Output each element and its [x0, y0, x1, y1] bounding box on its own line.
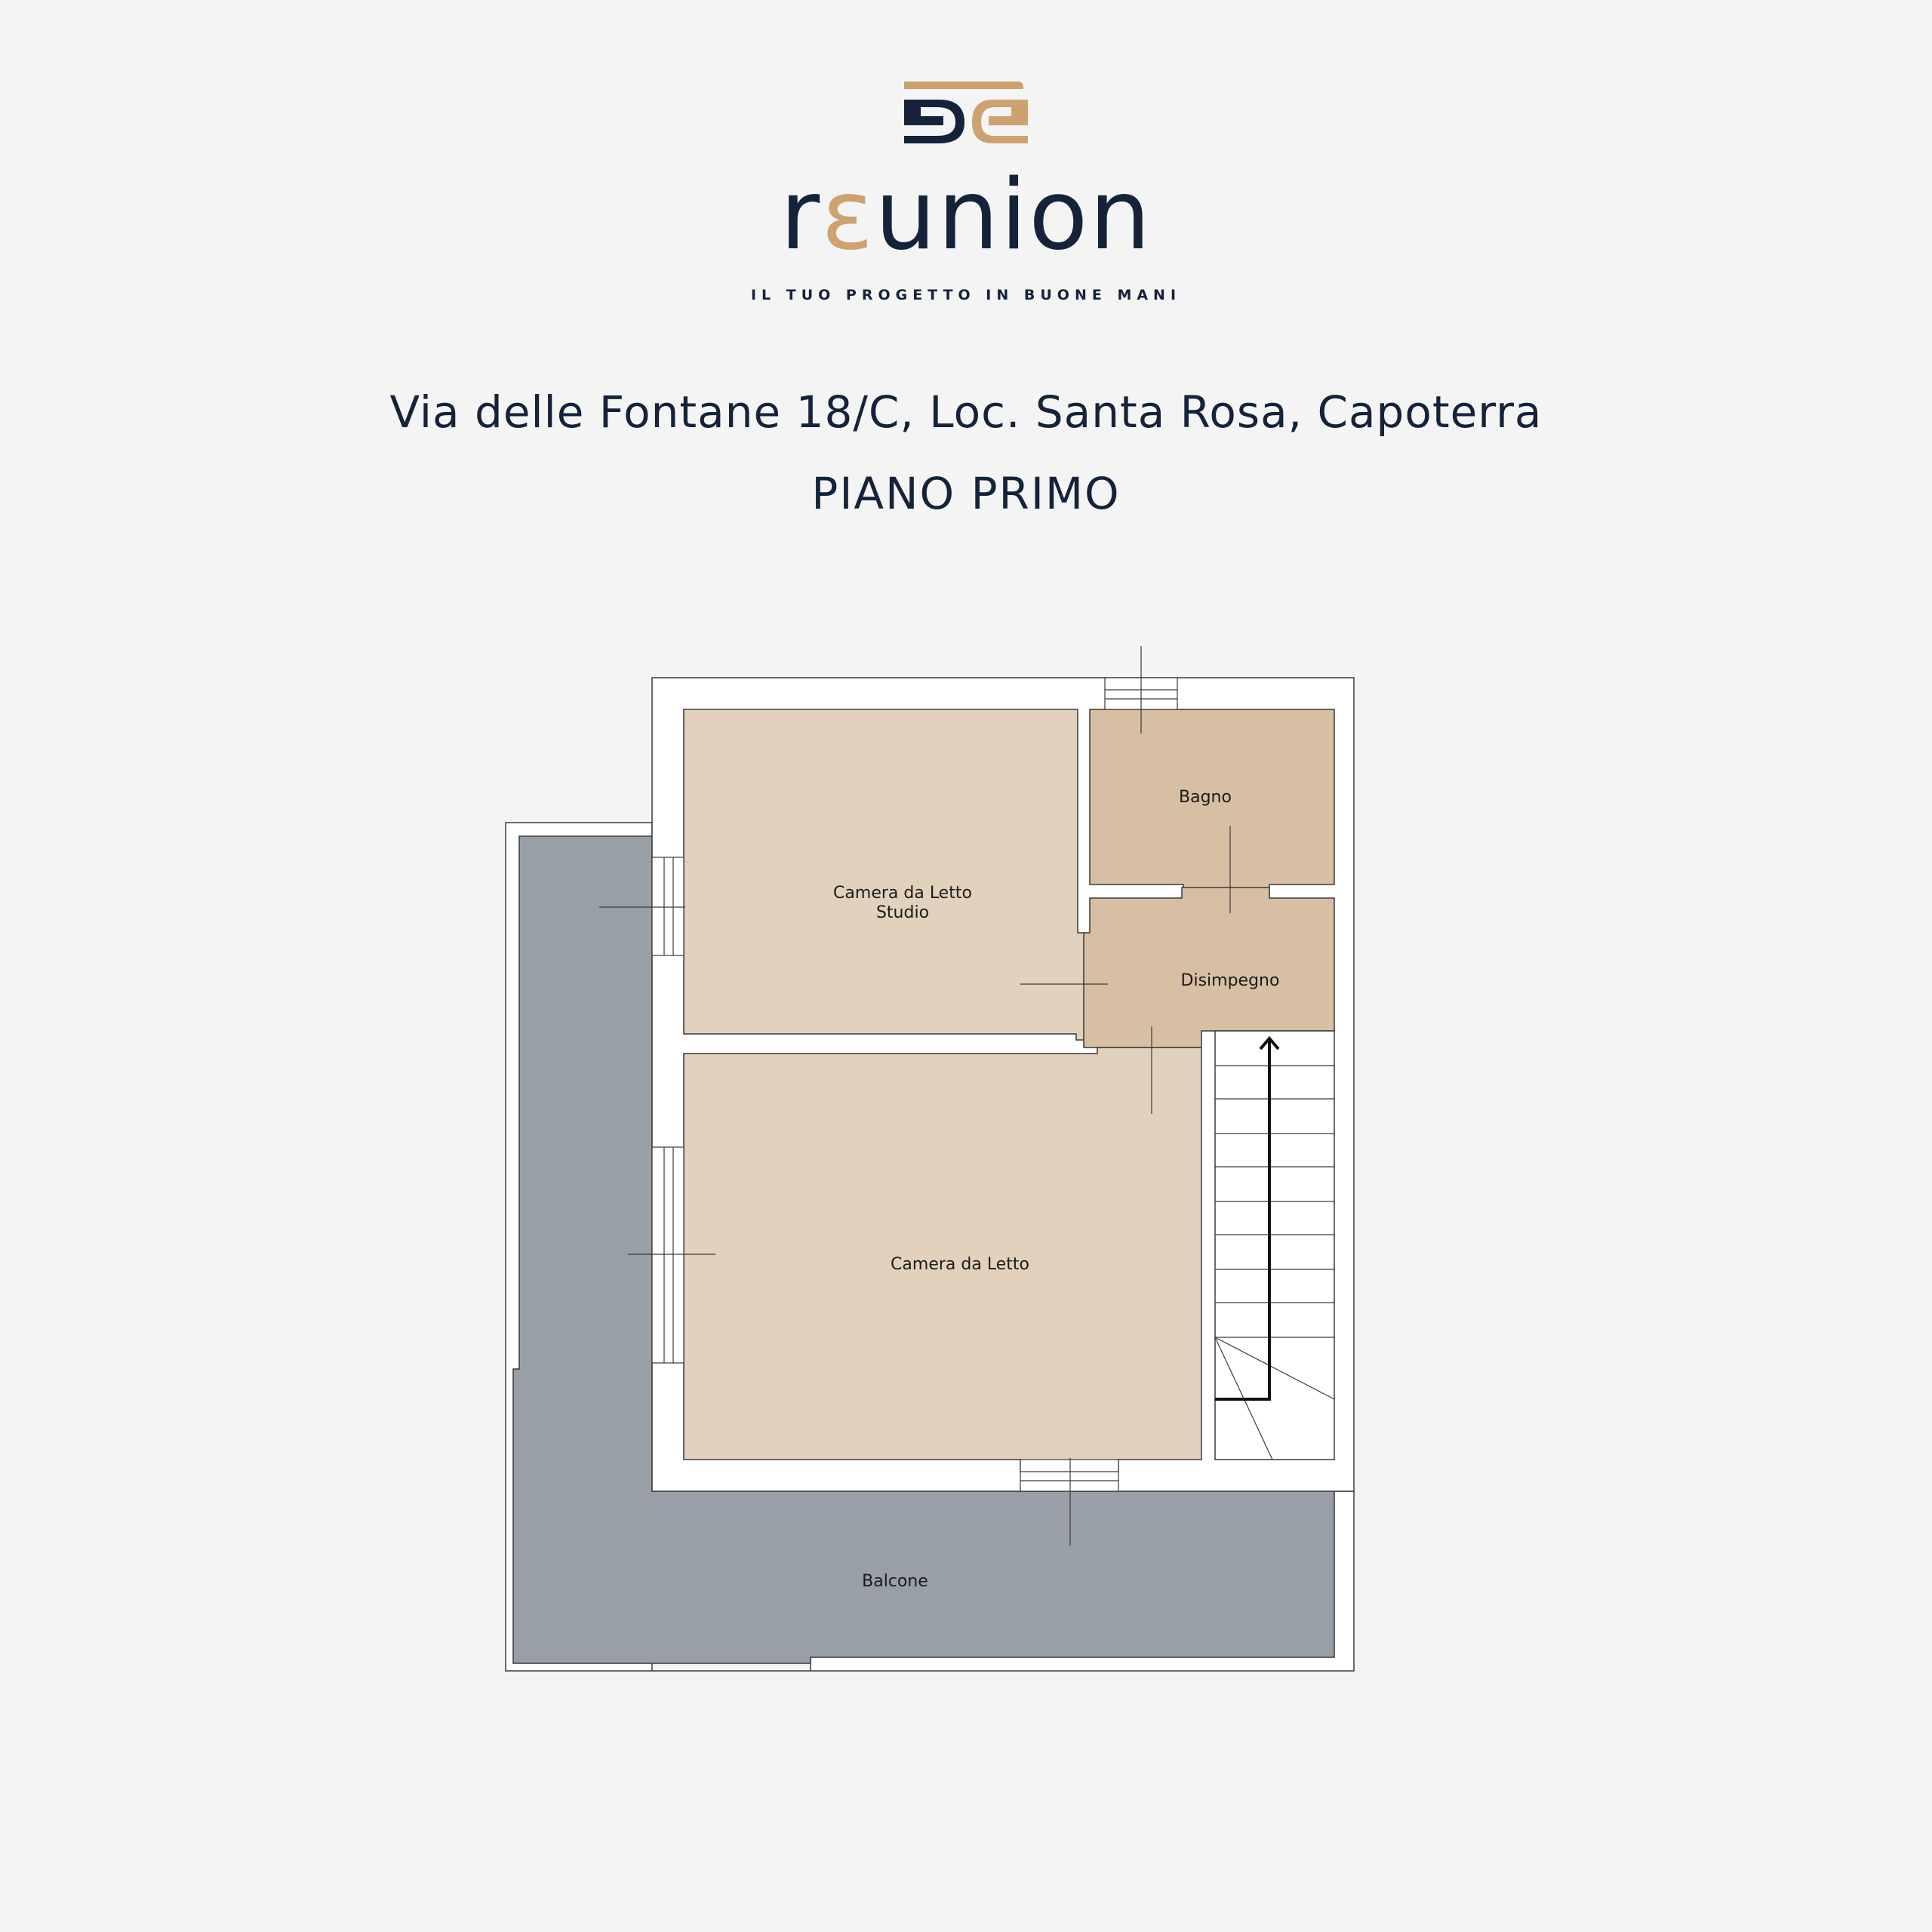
wordmark-gold-letter: ε	[821, 159, 875, 272]
room-label-bagno: Bagno	[1179, 788, 1232, 807]
reunion-monogram-icon	[904, 82, 1028, 143]
door-lines	[599, 646, 1231, 1546]
stair-arrow	[1215, 1035, 1280, 1401]
room-label-camera: Camera da Letto	[891, 1255, 1029, 1274]
floor-title: PIANO PRIMO	[811, 468, 1121, 519]
wordmark-start: r	[780, 159, 822, 272]
studio-room	[683, 709, 1086, 1041]
openings	[651, 677, 1178, 1492]
brand-tagline: IL TUO PROGETTO IN BUONE MANI	[750, 287, 1182, 303]
room-label-balcone: Balcone	[862, 1572, 928, 1591]
room-label-studio-line2: Studio	[876, 903, 929, 922]
disimpegno-room	[1083, 887, 1335, 1048]
room-label-studio-line1: Camera da Letto	[833, 884, 972, 903]
stair-well	[1214, 1030, 1335, 1460]
wordmark-end: union	[875, 159, 1152, 272]
property-address: Via delle Fontane 18/C, Loc. Santa Rosa,…	[389, 386, 1543, 438]
room-label-disimpegno: Disimpegno	[1181, 971, 1280, 990]
